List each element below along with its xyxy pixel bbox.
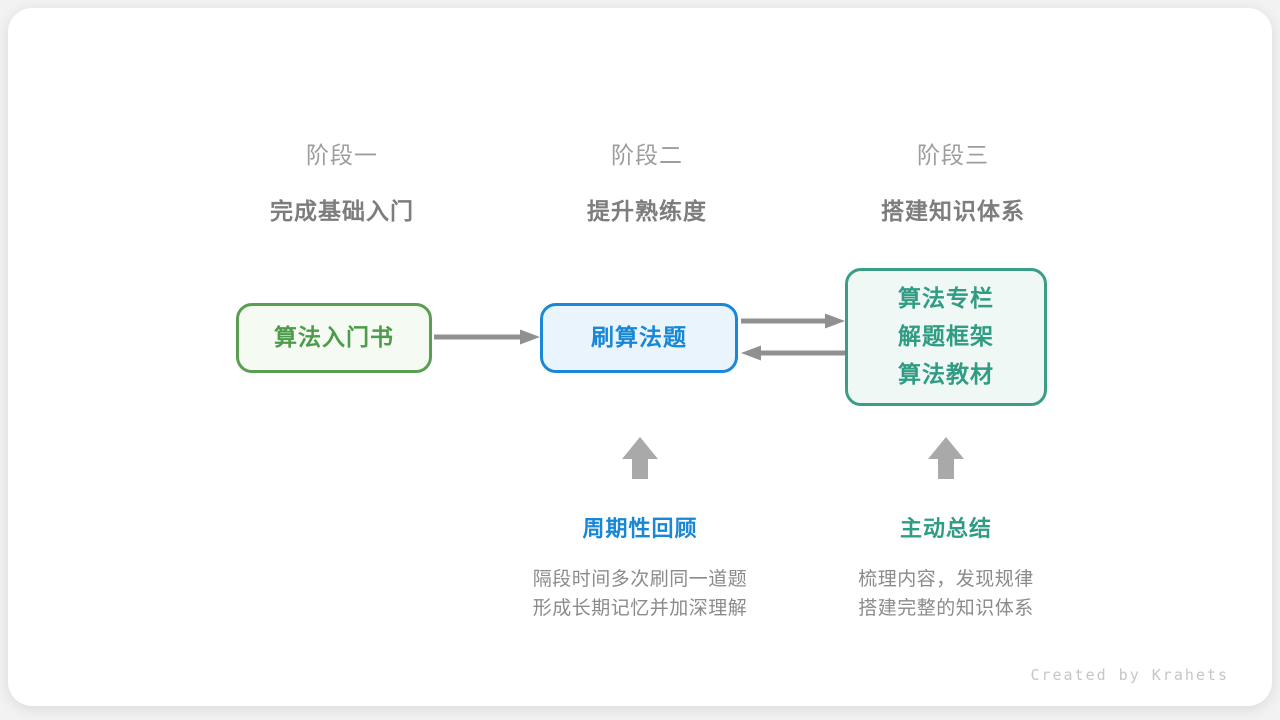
stage-2-label: 阶段二 [611, 143, 683, 169]
annotation-periodic-review-line-1: 隔段时间多次刷同一道题 [532, 568, 748, 590]
node-knowledge-line-2: 解题框架 [898, 324, 994, 350]
stage-1-header: 阶段一 完成基础入门 [232, 136, 452, 226]
annotation-periodic-review-title: 周期性回顾 [582, 517, 698, 542]
annotation-active-summary-line-1: 梳理内容，发现规律 [858, 568, 1034, 590]
stage-3-subtitle: 搭建知识体系 [881, 199, 1025, 225]
annotation-periodic-review-line-2: 形成长期记忆并加深理解 [532, 597, 748, 619]
node-intro-book-label: 算法入门书 [274, 325, 394, 351]
canvas-card: 阶段一 完成基础入门 阶段二 提升熟练度 阶段三 搭建知识体系 算法入门书 刷算… [8, 8, 1272, 706]
node-knowledge-line-1: 算法专栏 [898, 286, 994, 312]
annotation-active-summary-desc: 梳理内容，发现规律 搭建完整的知识体系 [786, 565, 1106, 623]
annotation-periodic-review-desc: 隔段时间多次刷同一道题 形成长期记忆并加深理解 [480, 565, 800, 623]
node-knowledge-line-3: 算法教材 [898, 362, 994, 388]
arrow-right-stage2-to-stage3 [741, 313, 845, 329]
stage-3-label: 阶段三 [917, 143, 989, 169]
stage-3-header: 阶段三 搭建知识体系 [843, 136, 1063, 226]
credit-text: Created by Krahets [1030, 666, 1229, 684]
stage-1-subtitle: 完成基础入门 [270, 199, 414, 225]
stage-2-subtitle: 提升熟练度 [587, 199, 707, 225]
arrow-right-stage1-to-stage2 [434, 329, 540, 345]
node-practice-problems: 刷算法题 [540, 303, 738, 373]
stage-1-label: 阶段一 [306, 143, 378, 169]
stage-2-header: 阶段二 提升熟练度 [537, 136, 757, 226]
annotation-active-summary: 主动总结 梳理内容，发现规律 搭建完整的知识体系 [786, 511, 1106, 623]
arrow-left-stage3-to-stage2 [741, 345, 845, 361]
annotation-periodic-review: 周期性回顾 隔段时间多次刷同一道题 形成长期记忆并加深理解 [480, 511, 800, 623]
annotation-active-summary-line-2: 搭建完整的知识体系 [858, 597, 1034, 619]
annotation-active-summary-title: 主动总结 [899, 517, 992, 542]
node-practice-problems-label: 刷算法题 [591, 325, 687, 351]
arrow-up-active-summary [928, 437, 964, 479]
node-intro-book: 算法入门书 [236, 303, 432, 373]
arrow-up-periodic-review [622, 437, 658, 479]
node-knowledge-sources: 算法专栏 解题框架 算法教材 [845, 268, 1047, 406]
